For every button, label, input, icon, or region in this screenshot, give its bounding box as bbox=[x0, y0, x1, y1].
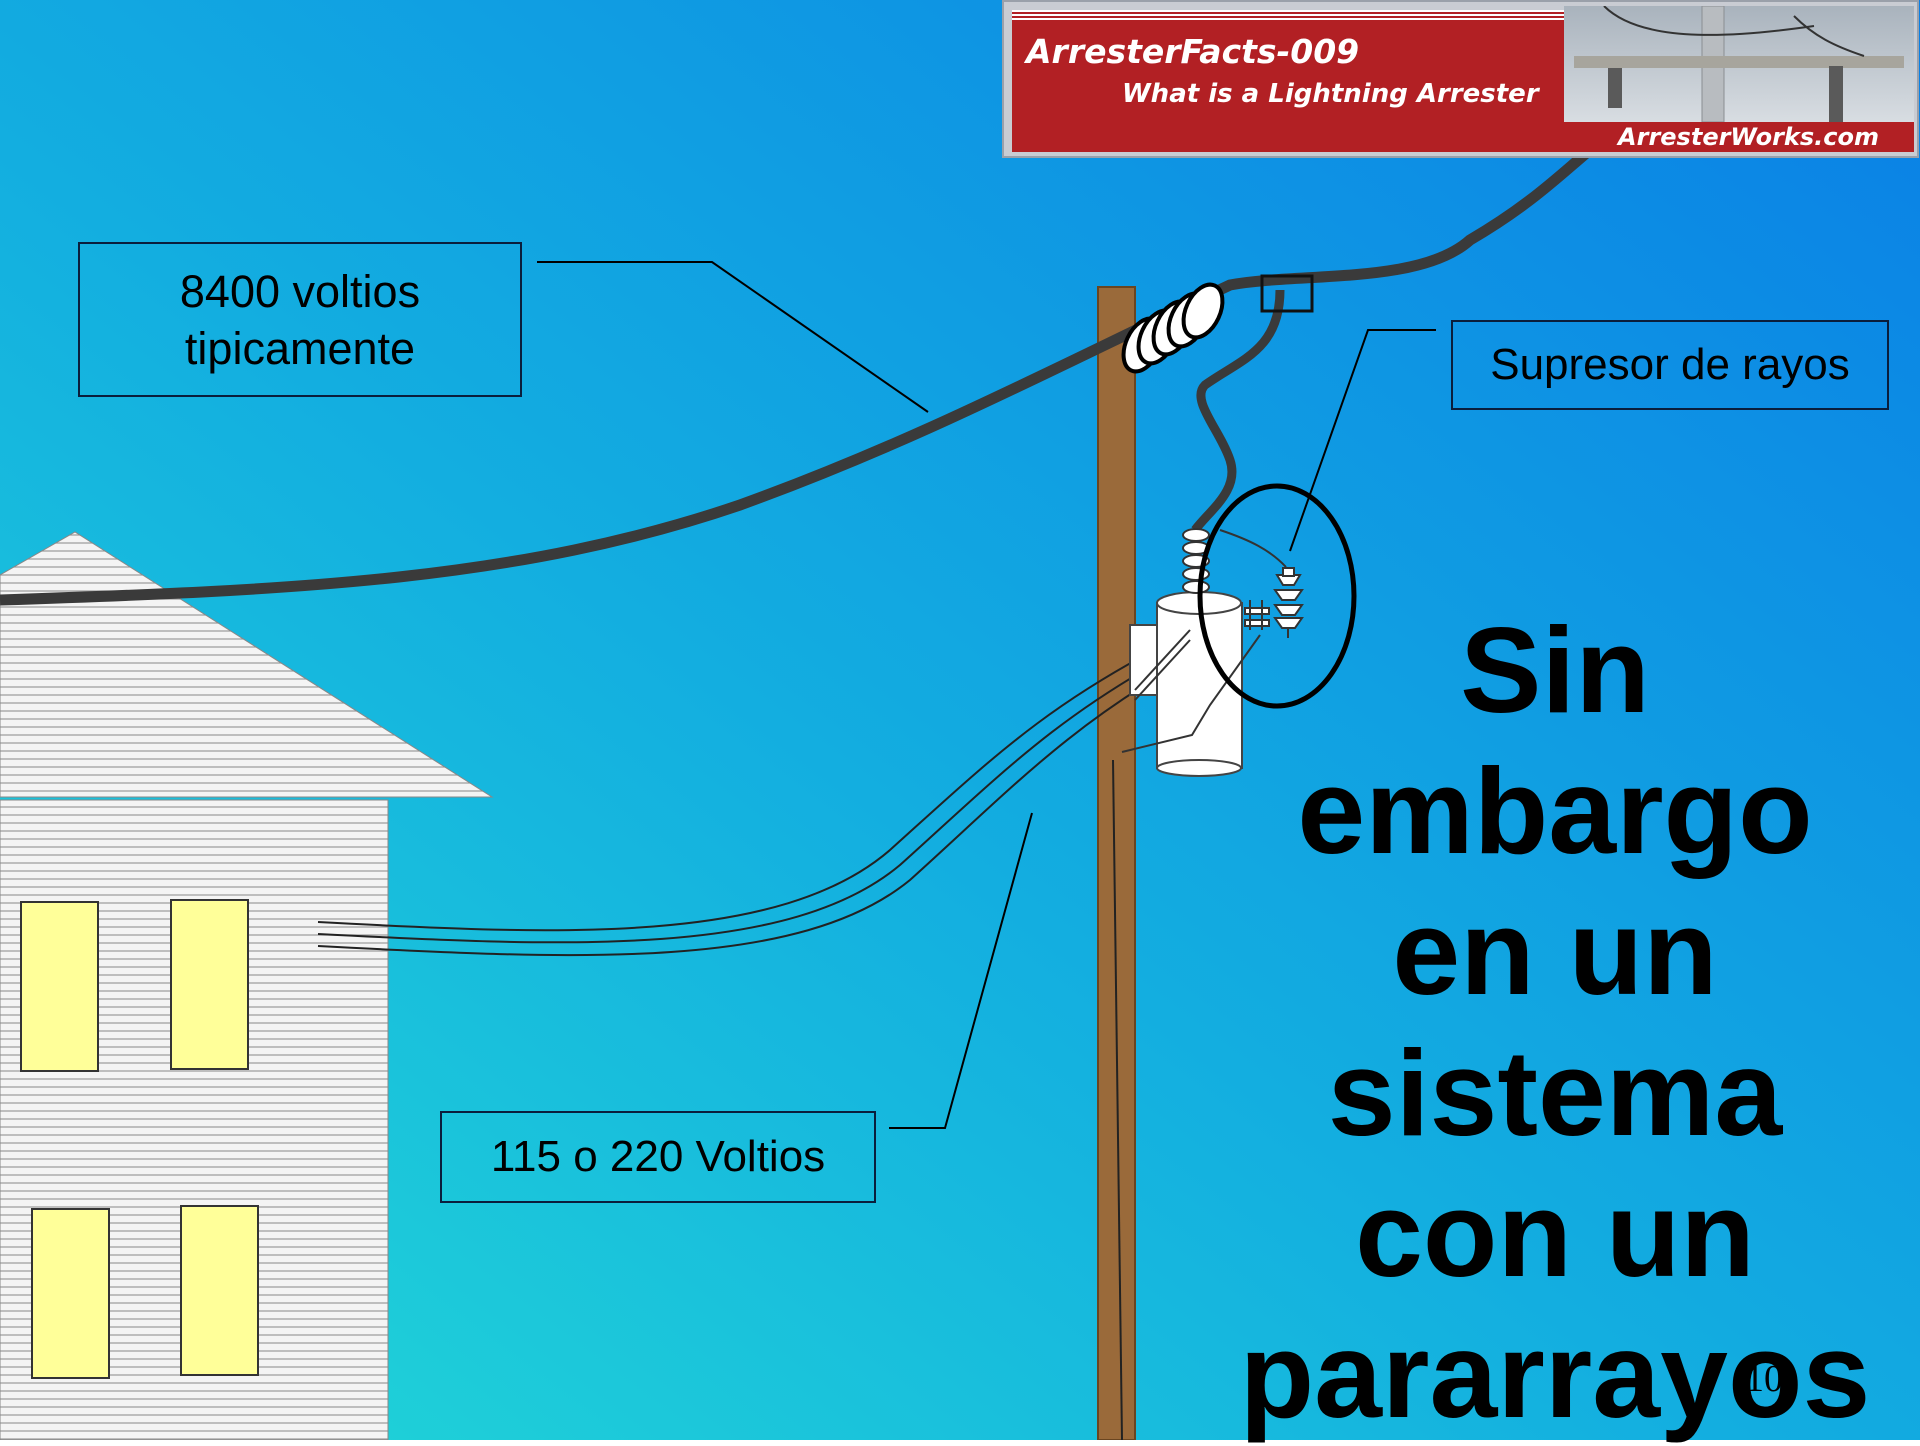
statement-line: Sin bbox=[1460, 602, 1650, 738]
banner-photo bbox=[1564, 6, 1914, 122]
leader-line-low-voltage bbox=[889, 812, 1033, 1129]
high-voltage-label-line1: 8400 voltios bbox=[179, 265, 421, 317]
lightning-arrester bbox=[1219, 529, 1304, 638]
house-window bbox=[20, 901, 99, 1072]
house-window bbox=[170, 899, 249, 1070]
pole-ground-wire bbox=[1112, 759, 1123, 1440]
statement-line: en un bbox=[1392, 884, 1718, 1020]
banner-title: ArresterFacts-009 bbox=[1026, 32, 1360, 71]
house-window bbox=[31, 1208, 110, 1379]
pole-photo-image bbox=[1574, 6, 1904, 122]
banner-site-link[interactable]: ArresterWorks.com bbox=[1618, 123, 1879, 151]
house bbox=[0, 531, 494, 1440]
service-drop-wires bbox=[317, 631, 1195, 957]
statement-line: con un bbox=[1355, 1166, 1755, 1302]
pin-insulator bbox=[1121, 282, 1225, 374]
leader-line-arrester bbox=[1289, 329, 1436, 552]
banner-stripes bbox=[1012, 10, 1564, 20]
house-window bbox=[180, 1205, 259, 1376]
banner-bottom-bar bbox=[1012, 122, 1914, 152]
high-voltage-label-line2: tipicamente bbox=[184, 322, 416, 374]
banner-subtitle: What is a Lightning Arrester bbox=[1122, 79, 1539, 109]
high-voltage-label: 8400 voltios tipicamente bbox=[78, 242, 522, 397]
arrester-label: Supresor de rayos bbox=[1451, 320, 1889, 410]
page-number: 10 bbox=[1745, 1358, 1783, 1400]
low-voltage-label: 115 o 220 Voltios bbox=[440, 1111, 876, 1203]
statement-line: pararrayos bbox=[1239, 1307, 1871, 1443]
cutout-box bbox=[1260, 274, 1314, 313]
statement-line: embargo bbox=[1297, 743, 1813, 879]
statement-text: Sin embargo en un sistema con un pararra… bbox=[1230, 600, 1880, 1446]
banner-red-panel bbox=[1012, 10, 1564, 122]
leader-line-voltage bbox=[537, 261, 929, 413]
arrester-highlight-circle bbox=[1197, 483, 1357, 709]
header-banner: ArresterFacts-009 What is a Lightning Ar… bbox=[1002, 0, 1919, 158]
arrester-lead bbox=[1191, 289, 1285, 533]
statement-line: sistema bbox=[1327, 1025, 1783, 1161]
high-voltage-line bbox=[0, 145, 1594, 606]
utility-pole bbox=[1097, 286, 1136, 1440]
